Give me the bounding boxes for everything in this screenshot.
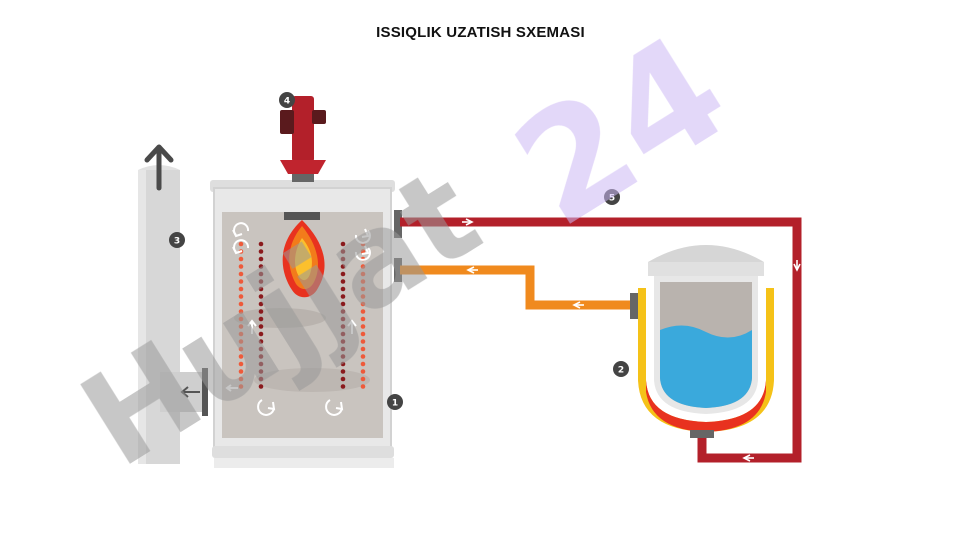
- tube-dot: [258, 361, 264, 367]
- tube-dot: [258, 271, 264, 277]
- tube-dot: [340, 249, 346, 254]
- tube-dot: [258, 309, 264, 314]
- burner: [280, 96, 326, 182]
- tube-dot: [360, 369, 366, 374]
- tube-dot: [238, 354, 244, 359]
- swirl-arrow-icon: [225, 222, 371, 416]
- tube-dot: [340, 384, 346, 389]
- tube-dot: [258, 369, 264, 374]
- tube-dot: [360, 361, 366, 367]
- tube-dot: [360, 339, 366, 344]
- tube-dot: [360, 331, 366, 337]
- exhaust-arrow-icon: [180, 386, 200, 398]
- tube-dot: [340, 369, 346, 374]
- tube-dot: [360, 271, 366, 277]
- tube-dot: [340, 331, 346, 337]
- tube-dot: [238, 241, 244, 247]
- tube-dot: [340, 256, 346, 262]
- tube-dot: [360, 324, 366, 329]
- tube-dot: [340, 241, 346, 247]
- svg-text:2: 2: [618, 366, 624, 376]
- tube-dot: [238, 331, 244, 337]
- tube-dot: [238, 369, 244, 374]
- tube-dot: [258, 249, 264, 254]
- tube-dot: [340, 346, 346, 352]
- tube-dot: [360, 286, 366, 292]
- tube-dot: [360, 301, 366, 307]
- callout-pipeline: 5: [604, 189, 620, 205]
- tube-dot: [258, 256, 264, 262]
- tube-dot: [360, 376, 366, 382]
- flame-icon: [282, 220, 325, 298]
- callout-reactor: 2: [613, 361, 629, 377]
- tube-dot: [340, 286, 346, 292]
- tube-dot: [238, 301, 244, 307]
- tube-dot: [258, 279, 264, 284]
- tube-dot: [258, 346, 264, 352]
- tube-dot: [258, 331, 264, 337]
- tube-dot: [258, 301, 264, 307]
- tube-dot: [238, 376, 244, 382]
- tube-dot: [238, 346, 244, 352]
- tube-dot: [340, 316, 346, 322]
- chimney: [138, 144, 208, 464]
- tube-dot: [238, 309, 244, 314]
- tube-dot: [258, 316, 264, 322]
- tube-dot: [258, 286, 264, 292]
- tube-dot: [360, 309, 366, 314]
- tube-dot: [238, 294, 244, 299]
- tube-dot: [360, 346, 366, 352]
- tube-dot: [340, 264, 346, 269]
- boiler: [210, 180, 402, 468]
- tube-dot: [360, 316, 366, 322]
- tube-dot: [238, 256, 244, 262]
- tube-dot: [360, 384, 366, 389]
- tube-dot: [238, 316, 244, 322]
- tube-dot: [340, 271, 346, 277]
- heat-tubes: [238, 241, 366, 389]
- callout-boiler: 1: [387, 394, 403, 410]
- tube-dot: [238, 324, 244, 329]
- tube-dot: [340, 301, 346, 307]
- tube-dot: [360, 294, 366, 299]
- tube-dot: [238, 271, 244, 277]
- callout-chimney: 3: [169, 232, 185, 248]
- tube-dot: [258, 264, 264, 269]
- svg-text:4: 4: [284, 97, 290, 107]
- tube-dot: [258, 294, 264, 299]
- tube-dot: [258, 324, 264, 329]
- tube-dot: [360, 264, 366, 269]
- tube-dot: [238, 384, 244, 389]
- tube-dot: [238, 361, 244, 367]
- hot-supply-pipe: [400, 217, 802, 463]
- tube-dot: [340, 309, 346, 314]
- tube-dot: [258, 354, 264, 359]
- tube-dot: [258, 384, 264, 389]
- tube-dot: [340, 339, 346, 344]
- tube-dot: [258, 241, 264, 247]
- callout-burner: 4: [279, 92, 295, 108]
- tube-dot: [340, 294, 346, 299]
- svg-text:1: 1: [392, 399, 398, 409]
- page-title: ISSIQLIK UZATISH SXEMASI: [376, 24, 585, 41]
- tube-dot: [340, 361, 346, 367]
- arrow-up-icon: [144, 144, 174, 191]
- tube-dot: [340, 279, 346, 284]
- tube-dot: [238, 264, 244, 269]
- tube-dot: [340, 376, 346, 382]
- tube-dot: [360, 279, 366, 284]
- tube-dot: [340, 354, 346, 359]
- reactor: [638, 245, 774, 438]
- flow-arrow-icon: [462, 218, 801, 462]
- tube-dot: [238, 339, 244, 344]
- tube-dot: [360, 354, 366, 359]
- tube-dot: [238, 286, 244, 292]
- svg-text:3: 3: [174, 237, 180, 247]
- tube-dot: [258, 339, 264, 344]
- svg-text:5: 5: [609, 194, 615, 204]
- tube-dot: [258, 376, 264, 382]
- tube-dot: [238, 279, 244, 284]
- tube-dot: [340, 324, 346, 329]
